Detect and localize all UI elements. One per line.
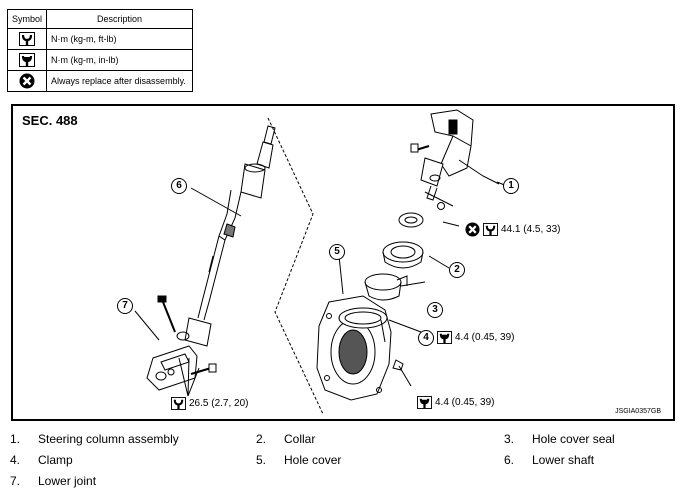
part-list-number: 5. (256, 453, 267, 467)
part-number-3: 3 (427, 302, 443, 318)
legend-description: N·m (kg-m, in-lb) (46, 49, 194, 71)
torque-value: 4.4 (0.45, 39) (455, 332, 515, 343)
legend-header-symbol: Symbol (6, 9, 48, 29)
part-list-number: 4. (10, 453, 21, 467)
legend-header-row: Symbol Description (6, 9, 194, 29)
part-list-name: Hole cover seal (532, 432, 615, 446)
section-title: SEC. 488 (22, 113, 78, 128)
replace-x-icon (19, 73, 35, 89)
torque-wrench-icon (483, 223, 498, 236)
torque-callout-clamp: 4.4 (0.45, 39) (437, 331, 514, 344)
torque-wrench-icon (171, 397, 186, 410)
lower-joint-drawing (146, 295, 217, 397)
legend-symbol-cell (6, 70, 48, 92)
collar-drawing (382, 212, 424, 269)
steering-column-drawing (134, 109, 508, 415)
part-list-name: Lower shaft (532, 453, 595, 467)
legend-symbol-cell (6, 49, 48, 71)
torque-wrench-icon (19, 32, 35, 46)
torque-wrench-small-icon (19, 53, 35, 67)
part-list-name: Lower joint (38, 474, 97, 488)
legend-header-description: Description (46, 9, 194, 29)
torque-value: 4.4 (0.45, 39) (435, 397, 495, 408)
part-list-number: 2. (256, 432, 267, 446)
part-list-name: Hole cover (284, 453, 342, 467)
torque-wrench-small-icon (417, 396, 432, 409)
part-list-number: 3. (504, 432, 515, 446)
figure-code: JSGIA0357GB (615, 408, 661, 415)
part-number-2: 2 (449, 262, 465, 278)
part-list-name: Collar (284, 432, 316, 446)
exploded-view-diagram: SEC. 488 (11, 104, 675, 421)
torque-callout-lower-joint: 26.5 (2.7, 20) (171, 397, 248, 410)
torque-value: 44.1 (4.5, 33) (501, 224, 561, 235)
legend-symbol-cell (6, 28, 48, 50)
part-number-6: 6 (171, 178, 187, 194)
part-list-number: 7. (10, 474, 21, 488)
replace-x-icon (465, 222, 480, 237)
legend-row: N·m (kg-m, ft-lb) (6, 28, 194, 50)
lower-shaft-drawing (197, 125, 276, 321)
part-list-number: 1. (10, 432, 21, 446)
legend-row: N·m (kg-m, in-lb) (6, 49, 194, 71)
part-list-name: Steering column assembly (38, 432, 179, 446)
torque-callout-upper-nut: 44.1 (4.5, 33) (465, 222, 560, 237)
part-number-4: 4 (418, 330, 434, 346)
steering-column-assembly-drawing (410, 109, 500, 210)
legend-row: Always replace after disassembly. (6, 70, 194, 92)
torque-wrench-small-icon (437, 331, 452, 344)
hole-cover-drawing (316, 295, 404, 401)
part-list-number: 6. (504, 453, 515, 467)
torque-callout-hole-cover: 4.4 (0.45, 39) (417, 396, 494, 409)
part-number-7: 7 (117, 298, 133, 314)
part-number-5: 5 (329, 244, 345, 260)
part-number-1: 1 (503, 178, 519, 194)
legend-description: Always replace after disassembly. (46, 70, 194, 92)
legend-description: N·m (kg-m, ft-lb) (46, 28, 194, 50)
symbol-legend-table: Symbol Description N·m (kg-m, ft-lb) N·m… (6, 9, 194, 92)
hole-cover-seal-drawing (364, 273, 408, 301)
part-list-name: Clamp (38, 453, 73, 467)
torque-value: 26.5 (2.7, 20) (189, 398, 249, 409)
